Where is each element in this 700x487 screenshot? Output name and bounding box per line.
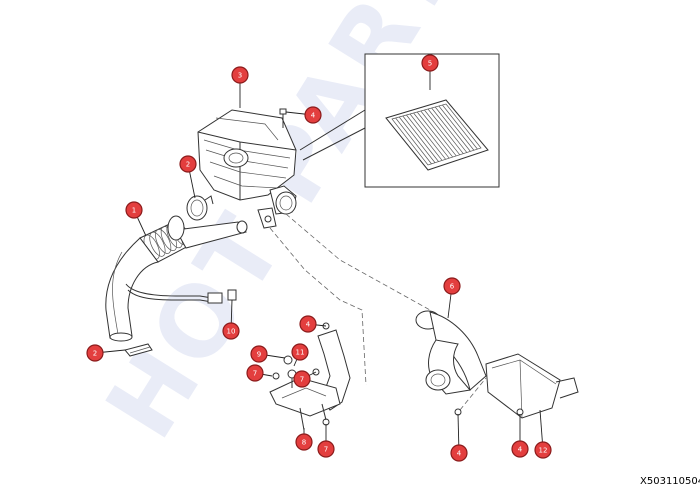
callout-label: 5 xyxy=(428,60,432,68)
callout-circle[interactable] xyxy=(222,322,240,340)
callout-12[interactable]: 12 xyxy=(534,441,552,459)
callout-6[interactable]: 6 xyxy=(443,277,461,295)
callout-circle[interactable] xyxy=(295,433,313,451)
callout-circle[interactable] xyxy=(299,315,317,333)
callout-label: 2 xyxy=(186,161,190,169)
filter-pleat xyxy=(434,106,471,152)
filter-pleat xyxy=(420,110,457,157)
filter-inset xyxy=(299,53,500,188)
callout-4[interactable]: 4 xyxy=(299,315,317,333)
callout-circle[interactable] xyxy=(86,344,104,362)
callout-label: 7 xyxy=(300,376,304,384)
callout-5[interactable]: 5 xyxy=(421,54,439,72)
routing-line-3 xyxy=(459,377,487,411)
callout-7[interactable]: 7 xyxy=(317,440,335,458)
filter-pleat xyxy=(438,105,475,151)
callout-circle[interactable] xyxy=(250,345,268,363)
diagram-code: X503110504 xyxy=(640,476,700,487)
callout-circle[interactable] xyxy=(304,106,322,124)
mounting-bracket xyxy=(269,322,351,431)
callout-circle[interactable] xyxy=(231,66,249,84)
callout-label: 11 xyxy=(296,349,305,357)
callout-label: 7 xyxy=(324,446,328,454)
callout-circle[interactable] xyxy=(450,444,468,462)
bolt-top xyxy=(279,108,287,128)
callout-7[interactable]: 7 xyxy=(293,370,311,388)
callout-label: 7 xyxy=(253,370,257,378)
callout-circle[interactable] xyxy=(293,370,311,388)
filter-pleat xyxy=(395,117,432,165)
callout-label: 9 xyxy=(257,351,261,359)
callout-8[interactable]: 8 xyxy=(295,433,313,451)
filter-pleat xyxy=(416,111,454,158)
callout-label: 2 xyxy=(93,350,97,358)
callout-label: 1 xyxy=(132,207,136,215)
intake-hose xyxy=(105,215,248,342)
callout-circle[interactable] xyxy=(534,441,552,459)
callout-circle[interactable] xyxy=(291,343,309,361)
filter-pleat xyxy=(424,109,461,156)
filter-pleat xyxy=(413,112,450,159)
callout-circle[interactable] xyxy=(246,364,264,382)
callout-7[interactable]: 7 xyxy=(246,364,264,382)
filter-pleat xyxy=(402,115,439,162)
resonator-duct xyxy=(415,310,579,419)
routing-line-2 xyxy=(285,213,441,327)
callout-label: 8 xyxy=(302,439,306,447)
callout-label: 4 xyxy=(457,450,462,458)
callout-circle[interactable] xyxy=(511,440,529,458)
filter-pleat xyxy=(409,113,446,160)
callout-circle[interactable] xyxy=(421,54,439,72)
air-cleaner-housing xyxy=(197,109,297,229)
callout-label: 4 xyxy=(518,446,523,454)
callout-label: 6 xyxy=(450,283,455,291)
callout-3[interactable]: 3 xyxy=(231,66,249,84)
callout-label: 12 xyxy=(539,447,548,455)
callout-circle[interactable] xyxy=(125,201,143,219)
callout-2[interactable]: 2 xyxy=(86,344,104,362)
filter-pleat xyxy=(431,107,468,153)
filter-pleat xyxy=(427,108,464,154)
callout-4[interactable]: 4 xyxy=(511,440,529,458)
callout-label: 4 xyxy=(306,321,311,329)
hose-clamp-lower xyxy=(124,343,153,357)
callout-2[interactable]: 2 xyxy=(179,155,197,173)
filter-pleat xyxy=(442,104,478,150)
callout-circle[interactable] xyxy=(317,440,335,458)
callout-10[interactable]: 10 xyxy=(222,322,240,340)
filter-pleat xyxy=(398,116,436,163)
routing-line xyxy=(269,227,367,386)
filter-pleat xyxy=(406,114,443,161)
callout-label: 4 xyxy=(311,112,316,120)
callout-circle[interactable] xyxy=(443,277,461,295)
hose-clamp-upper xyxy=(186,195,214,221)
callout-label: 10 xyxy=(227,328,236,336)
callout-4[interactable]: 4 xyxy=(304,106,322,124)
bellows-ring xyxy=(149,231,166,257)
callout-4[interactable]: 4 xyxy=(450,444,468,462)
callout-9[interactable]: 9 xyxy=(250,345,268,363)
air-filter-element xyxy=(385,99,489,171)
callout-label: 3 xyxy=(238,72,242,80)
callout-11[interactable]: 11 xyxy=(291,343,309,361)
bellows-ring xyxy=(155,229,172,254)
callout-1[interactable]: 1 xyxy=(125,201,143,219)
callout-circle[interactable] xyxy=(179,155,197,173)
